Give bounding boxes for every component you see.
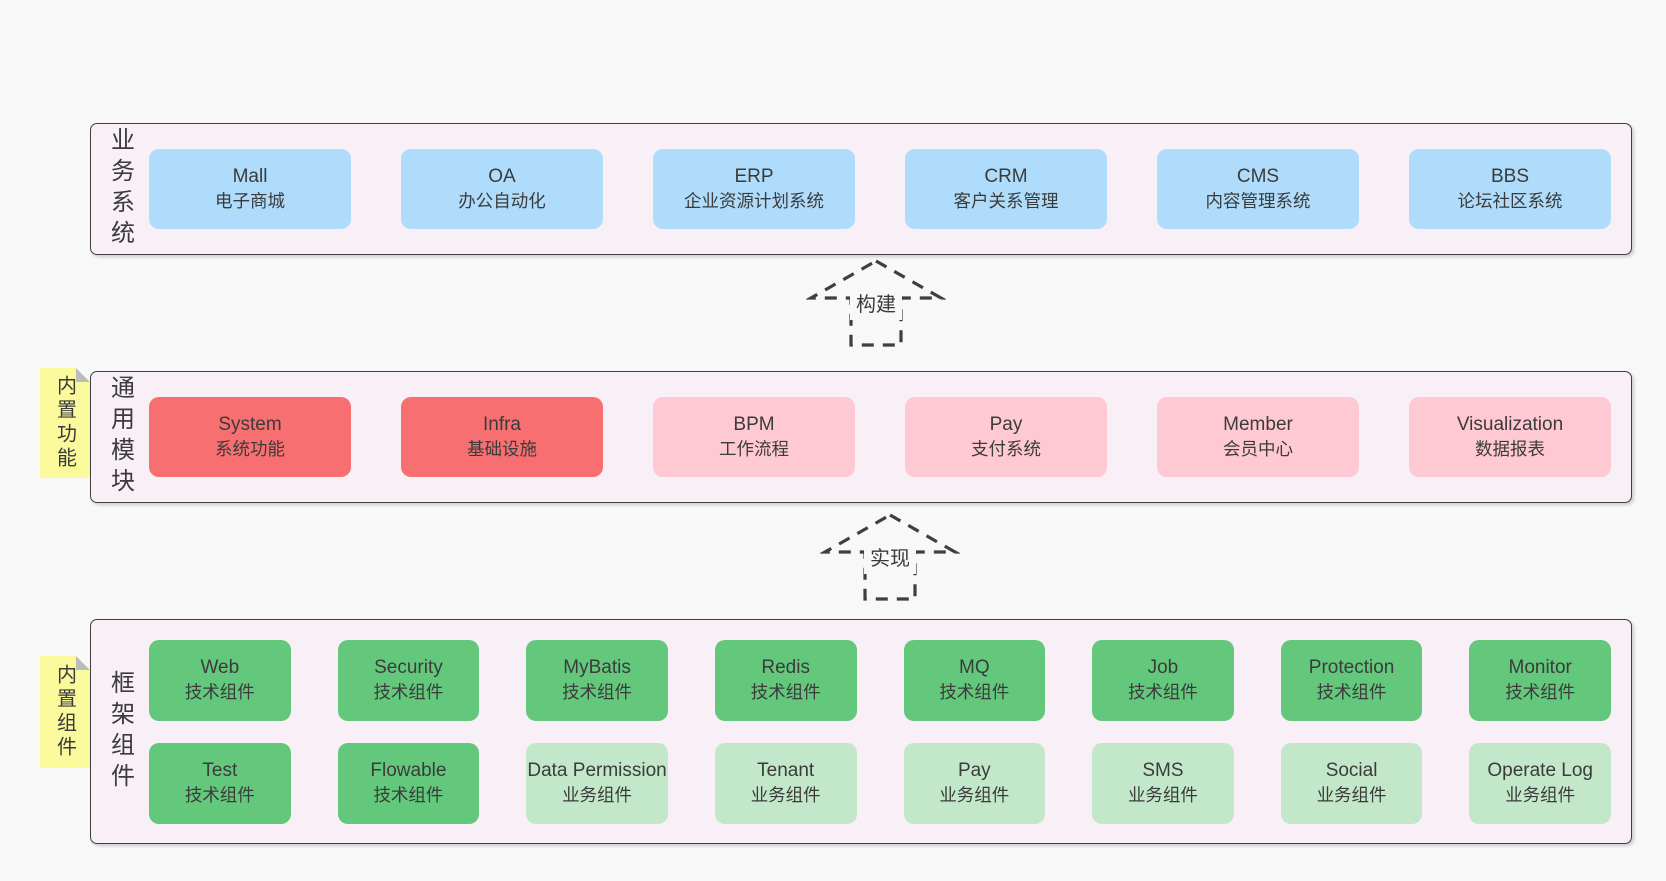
box-sms: SMS 业务组件 (1092, 742, 1234, 824)
implement-arrow: 实现 (820, 513, 960, 601)
box-bpm: BPM 工作流程 (653, 397, 855, 477)
sticky-note-built-in-features: 内置功能 (40, 368, 90, 478)
common-modules-row: System 系统功能 Infra 基础设施 BPM 工作流程 Pay 支付系统… (149, 372, 1631, 502)
business-systems-panel: 业务系统 Mall 电子商城 OA 办公自动化 ERP 企业资源计划系统 CRM… (90, 123, 1632, 255)
common-modules-label: 通用模块 (106, 375, 134, 499)
box-protection: Protection 技术组件 (1280, 639, 1423, 721)
framework-components-panel: 框架组件 Web 技术组件 Security 技术组件 MyBatis 技术组件… (90, 619, 1632, 844)
box-job: Job 技术组件 (1092, 639, 1234, 721)
box-oa: OA 办公自动化 (401, 149, 603, 229)
box-data-permission: Data Permission 业务组件 (526, 742, 668, 824)
build-arrow-label-bg (850, 290, 902, 320)
build-arrow: 构建 (806, 259, 946, 347)
box-system: System 系统功能 (149, 397, 351, 477)
build-arrow-label: 构建 (856, 293, 896, 316)
framework-components-grid: Web 技术组件 Security 技术组件 MyBatis 技术组件 Redi… (149, 620, 1631, 843)
box-mall: Mall 电子商城 (149, 149, 351, 229)
framework-components-label: 框架组件 (106, 669, 134, 794)
box-security: Security 技术组件 (337, 639, 480, 721)
components-row-1: Web 技术组件 Security 技术组件 MyBatis 技术组件 Redi… (149, 639, 1611, 721)
box-monitor: Monitor 技术组件 (1469, 639, 1611, 721)
components-row-2: Test 技术组件 Flowable 技术组件 Data Permission … (149, 742, 1611, 824)
sticky-note-built-in-components: 内置组件 (40, 656, 90, 768)
box-member: Member 会员中心 (1157, 397, 1359, 477)
box-web: Web 技术组件 (149, 639, 291, 721)
box-flowable: Flowable 技术组件 (337, 742, 480, 824)
box-pay-business: Pay 业务组件 (903, 742, 1046, 824)
common-modules-panel: 通用模块 System 系统功能 Infra 基础设施 BPM 工作流程 Pay… (90, 371, 1632, 503)
box-operate-log: Operate Log 业务组件 (1469, 742, 1611, 824)
box-crm: CRM 客户关系管理 (905, 149, 1107, 229)
box-cms: CMS 内容管理系统 (1157, 149, 1359, 229)
box-social: Social 业务组件 (1280, 742, 1423, 824)
business-systems-row: Mall 电子商城 OA 办公自动化 ERP 企业资源计划系统 CRM 客户关系… (149, 124, 1631, 254)
box-pay: Pay 支付系统 (905, 397, 1107, 477)
box-tenant: Tenant 业务组件 (714, 742, 857, 824)
implement-arrow-label: 实现 (870, 547, 910, 570)
box-mq: MQ 技术组件 (903, 639, 1046, 721)
implement-arrow-label-bg (864, 544, 916, 574)
box-test: Test 技术组件 (149, 742, 291, 824)
business-systems-label: 业务系统 (106, 127, 134, 251)
box-redis: Redis 技术组件 (714, 639, 857, 721)
box-bbs: BBS 论坛社区系统 (1409, 149, 1611, 229)
box-infra: Infra 基础设施 (401, 397, 603, 477)
box-visualization: Visualization 数据报表 (1409, 397, 1611, 477)
box-mybatis: MyBatis 技术组件 (526, 639, 668, 721)
box-erp: ERP 企业资源计划系统 (653, 149, 855, 229)
